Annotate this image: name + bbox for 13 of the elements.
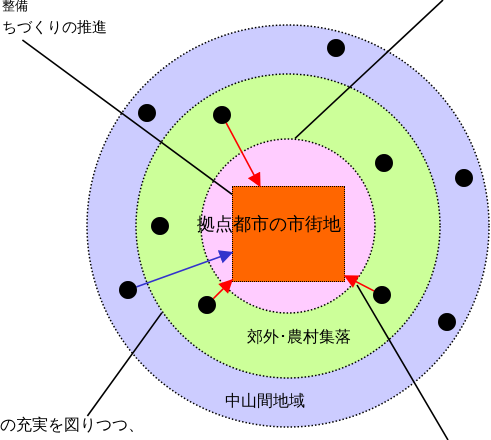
arrow — [212, 279, 233, 300]
leader-line — [86, 312, 163, 416]
arrow — [344, 275, 374, 292]
leader-line — [22, 39, 232, 195]
arrow — [136, 250, 234, 288]
annotation-text: の充実を図りつつ、 — [0, 416, 144, 434]
leader-line — [356, 284, 449, 440]
middle-zone-ring — [135, 73, 441, 379]
annotation-text: ちづくりの推進 — [2, 19, 107, 36]
zone-label: 中山間地域 — [225, 392, 305, 410]
arrow — [226, 122, 261, 188]
leader-line — [294, 0, 444, 139]
zone-label: 郊外･農村集落 — [247, 328, 351, 346]
